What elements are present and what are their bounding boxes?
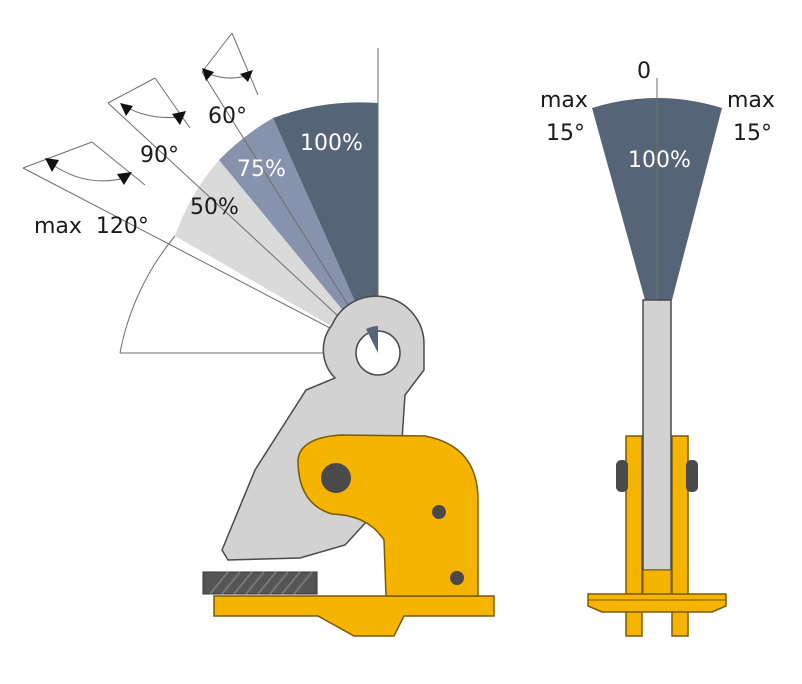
small-pin-upper <box>432 505 446 519</box>
angle-120-label: max 120° <box>34 214 149 239</box>
ref-90 <box>107 77 156 104</box>
side-plate-left <box>625 435 643 637</box>
inner-yellow <box>642 569 672 596</box>
ref-120 <box>22 141 93 169</box>
steel-plate <box>202 571 318 595</box>
left-angle-sectors <box>175 102 378 353</box>
ref-60 <box>201 32 233 73</box>
max-reach-arc <box>119 235 176 354</box>
arrow-90-right <box>172 111 186 125</box>
right-zone-label: 100% <box>628 148 691 173</box>
arrow-120-right <box>117 172 132 185</box>
arrow-60-left <box>202 68 214 81</box>
zone-50-sector <box>175 160 378 353</box>
main-pin <box>321 463 351 493</box>
right-right-deg-label: 15° <box>733 121 772 146</box>
guide-120 <box>22 167 379 354</box>
side-plate-right <box>671 435 689 637</box>
small-pin-lower <box>450 571 464 585</box>
right-right-max-label: max <box>727 88 775 113</box>
right-view: 0 max 15° max 15° 100% <box>540 59 775 637</box>
left-clamp <box>202 295 495 637</box>
pin-end-left <box>616 460 628 492</box>
pin-end-right <box>686 460 698 492</box>
right-left-max-label: max <box>540 88 588 113</box>
zone-100-sector <box>273 102 378 353</box>
angle-60-label: 60° <box>208 104 247 129</box>
ref-120b <box>91 141 146 186</box>
zone-75-sector <box>219 118 378 353</box>
arrow-90-left <box>120 103 133 116</box>
right-top-label: 0 <box>637 59 651 84</box>
ref-60b <box>231 32 259 96</box>
angle-90-label: 90° <box>140 143 179 168</box>
angle-arrows <box>45 68 253 185</box>
swivel-link <box>642 299 672 571</box>
zone-75-label: 75% <box>237 157 286 182</box>
guide-90 <box>107 102 379 354</box>
arrow-120-left <box>45 158 59 172</box>
ref-90b <box>154 77 191 129</box>
right-base <box>587 593 727 613</box>
zone-100-label: 100% <box>300 131 363 156</box>
right-left-deg-label: 15° <box>546 121 585 146</box>
zone-50-label: 50% <box>190 195 239 220</box>
base-jaw <box>213 595 495 637</box>
arrow-60-right <box>240 70 253 82</box>
